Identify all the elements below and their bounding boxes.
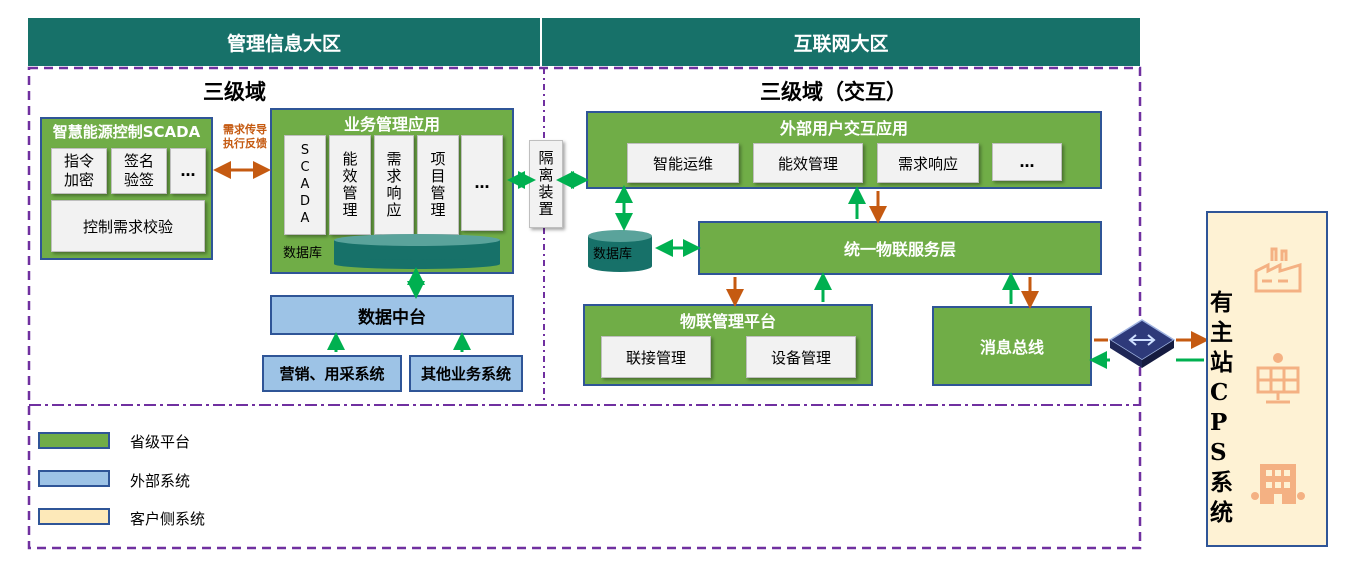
user-app-item-more-label: … <box>1019 153 1035 171</box>
biz-app-title: 业务管理应用 <box>343 115 440 134</box>
data-center-label: 数据中台 <box>358 307 426 328</box>
msg-bus-label: 消息总线 <box>979 338 1044 357</box>
iot-mgmt-item-connect-label: 联接管理 <box>625 348 686 367</box>
iot-mgmt-item-connect: 联接管理 <box>601 336 711 378</box>
user-app-item-demand: 需求响应 <box>877 143 979 183</box>
scada-item-sign-label: 签名验签 <box>123 152 154 189</box>
iot-mgmt-item-device-label: 设备管理 <box>770 348 831 367</box>
data-center-block: 数据中台 <box>270 295 514 335</box>
iot-mgmt-title: 物联管理平台 <box>679 312 776 331</box>
ext-system-other: 其他业务系统 <box>409 355 523 392</box>
biz-item-demand: 需求响应 <box>374 135 414 235</box>
building-icon <box>1251 464 1305 504</box>
biz-item-project: 项目管理 <box>417 135 459 235</box>
legend-label-provincial: 省级平台 <box>130 433 191 451</box>
legend-label-customer: 客户侧系统 <box>130 510 206 528</box>
user-app-item-demand-label: 需求响应 <box>897 154 958 173</box>
ext-system-marketing-label: 营销、用采系统 <box>279 365 385 383</box>
legend-swatch-provincial <box>38 432 110 449</box>
user-app-item-efficiency: 能效管理 <box>753 143 863 183</box>
scada-item-encrypt: 指令加密 <box>51 148 107 194</box>
scada-item-sign: 签名验签 <box>111 148 167 194</box>
header-internet-label: 互联网大区 <box>793 32 889 55</box>
user-app-item-om: 智能运维 <box>627 143 739 183</box>
iot-service-block: 统一物联服务层 <box>698 221 1102 275</box>
right-domain-title: 三级域（交互） <box>760 79 907 104</box>
user-app-item-om-label: 智能运维 <box>652 154 713 173</box>
scada-item-more-label: … <box>180 162 196 180</box>
iot-mgmt-item-device: 设备管理 <box>746 336 856 378</box>
biz-item-more: … <box>461 135 503 231</box>
isolation-device-label: 隔离装置 <box>536 150 555 218</box>
header-management-label: 管理信息大区 <box>226 32 341 55</box>
scada-item-more: … <box>170 148 206 194</box>
left-domain-title: 三级域 <box>203 79 266 104</box>
legend-swatch-external <box>38 470 110 487</box>
user-app-item-more: … <box>992 143 1062 181</box>
biz-database-label: 数据库 <box>283 246 323 261</box>
biz-item-project-label: 项目管理 <box>428 151 447 219</box>
iot-service-label: 统一物联服务层 <box>843 240 956 259</box>
biz-item-more-label: … <box>474 174 490 192</box>
factory-icon <box>1254 247 1302 293</box>
scada-control-check: 控制需求校验 <box>51 200 205 252</box>
router-icon <box>1108 319 1176 368</box>
legend-label-external: 外部系统 <box>130 472 191 490</box>
arrow-label-demand: 需求传导执行反馈 <box>223 123 267 150</box>
cps-title: 有主站CPS系统 <box>1210 289 1233 526</box>
scada-control-check-label: 控制需求校验 <box>82 217 173 236</box>
biz-database-icon <box>334 234 500 269</box>
right-database-icon <box>588 230 652 272</box>
right-database-label: 数据库 <box>593 247 633 262</box>
user-app-item-efficiency-label: 能效管理 <box>777 154 838 173</box>
solar-panel-icon <box>1256 353 1300 404</box>
scada-title: 智慧能源控制SCADA <box>52 123 201 141</box>
biz-item-efficiency-label: 能效管理 <box>340 151 359 219</box>
biz-item-scada-label: SCADA <box>297 142 313 228</box>
biz-item-efficiency: 能效管理 <box>329 135 371 235</box>
biz-item-scada: SCADA <box>284 135 326 235</box>
ext-system-marketing: 营销、用采系统 <box>262 355 402 392</box>
ext-system-other-label: 其他业务系统 <box>420 365 511 383</box>
legend-swatch-customer <box>38 508 110 525</box>
header-internet-zone: 互联网大区 <box>542 18 1140 66</box>
user-app-title: 外部用户交互应用 <box>779 119 908 138</box>
biz-item-demand-label: 需求响应 <box>384 151 403 219</box>
scada-item-encrypt-label: 指令加密 <box>63 152 94 189</box>
msg-bus-block: 消息总线 <box>932 306 1092 386</box>
header-management-zone: 管理信息大区 <box>28 18 540 66</box>
